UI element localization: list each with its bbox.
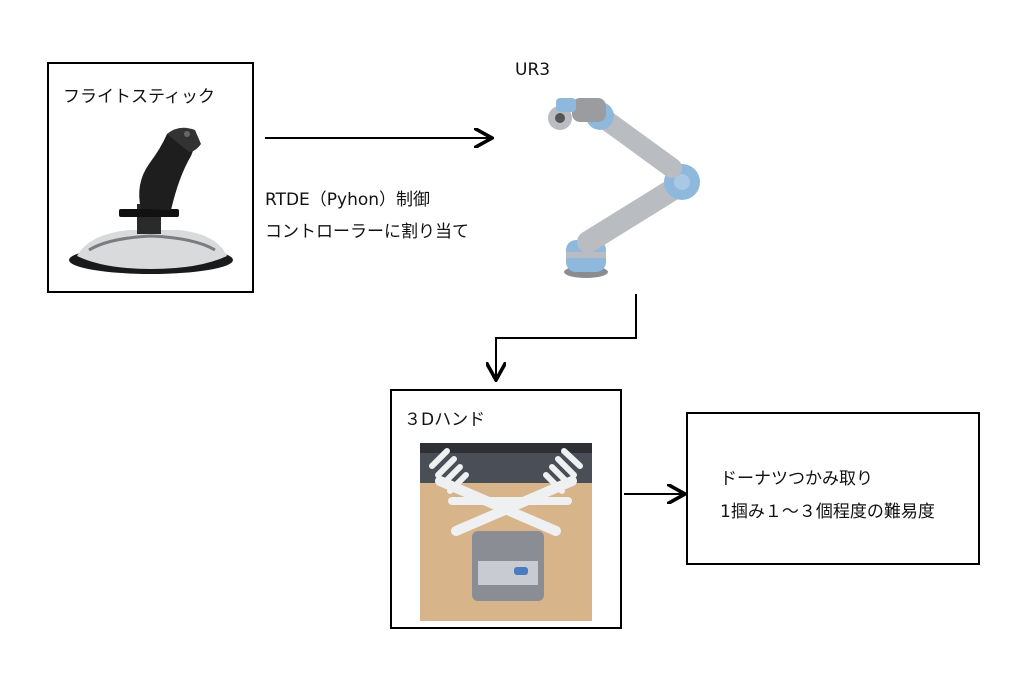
task-label-donut: ドーナツつかみ取り — [720, 469, 873, 489]
arrow-arm-to-hand — [496, 294, 637, 378]
task-box: ドーナツつかみ取り 1掴み１～３個程度の難易度 — [686, 412, 980, 565]
task-label-difficulty: 1掴み１～３個程度の難易度 — [720, 502, 935, 522]
hand-box: ３Dハンド — [390, 389, 622, 629]
hand-label: ３Dハンド — [404, 410, 486, 430]
connection-label-controller: コントローラーに割り当て — [265, 222, 469, 242]
connection-label-rtde: RTDE（Pyhon）制御 — [265, 190, 431, 210]
gripper-photo — [420, 443, 592, 621]
robot-arm-label: UR3 — [515, 60, 551, 80]
flight-stick-box: フライトスティック — [47, 62, 254, 293]
joystick-image — [69, 127, 233, 274]
flight-stick-label: フライトスティック — [63, 87, 215, 107]
